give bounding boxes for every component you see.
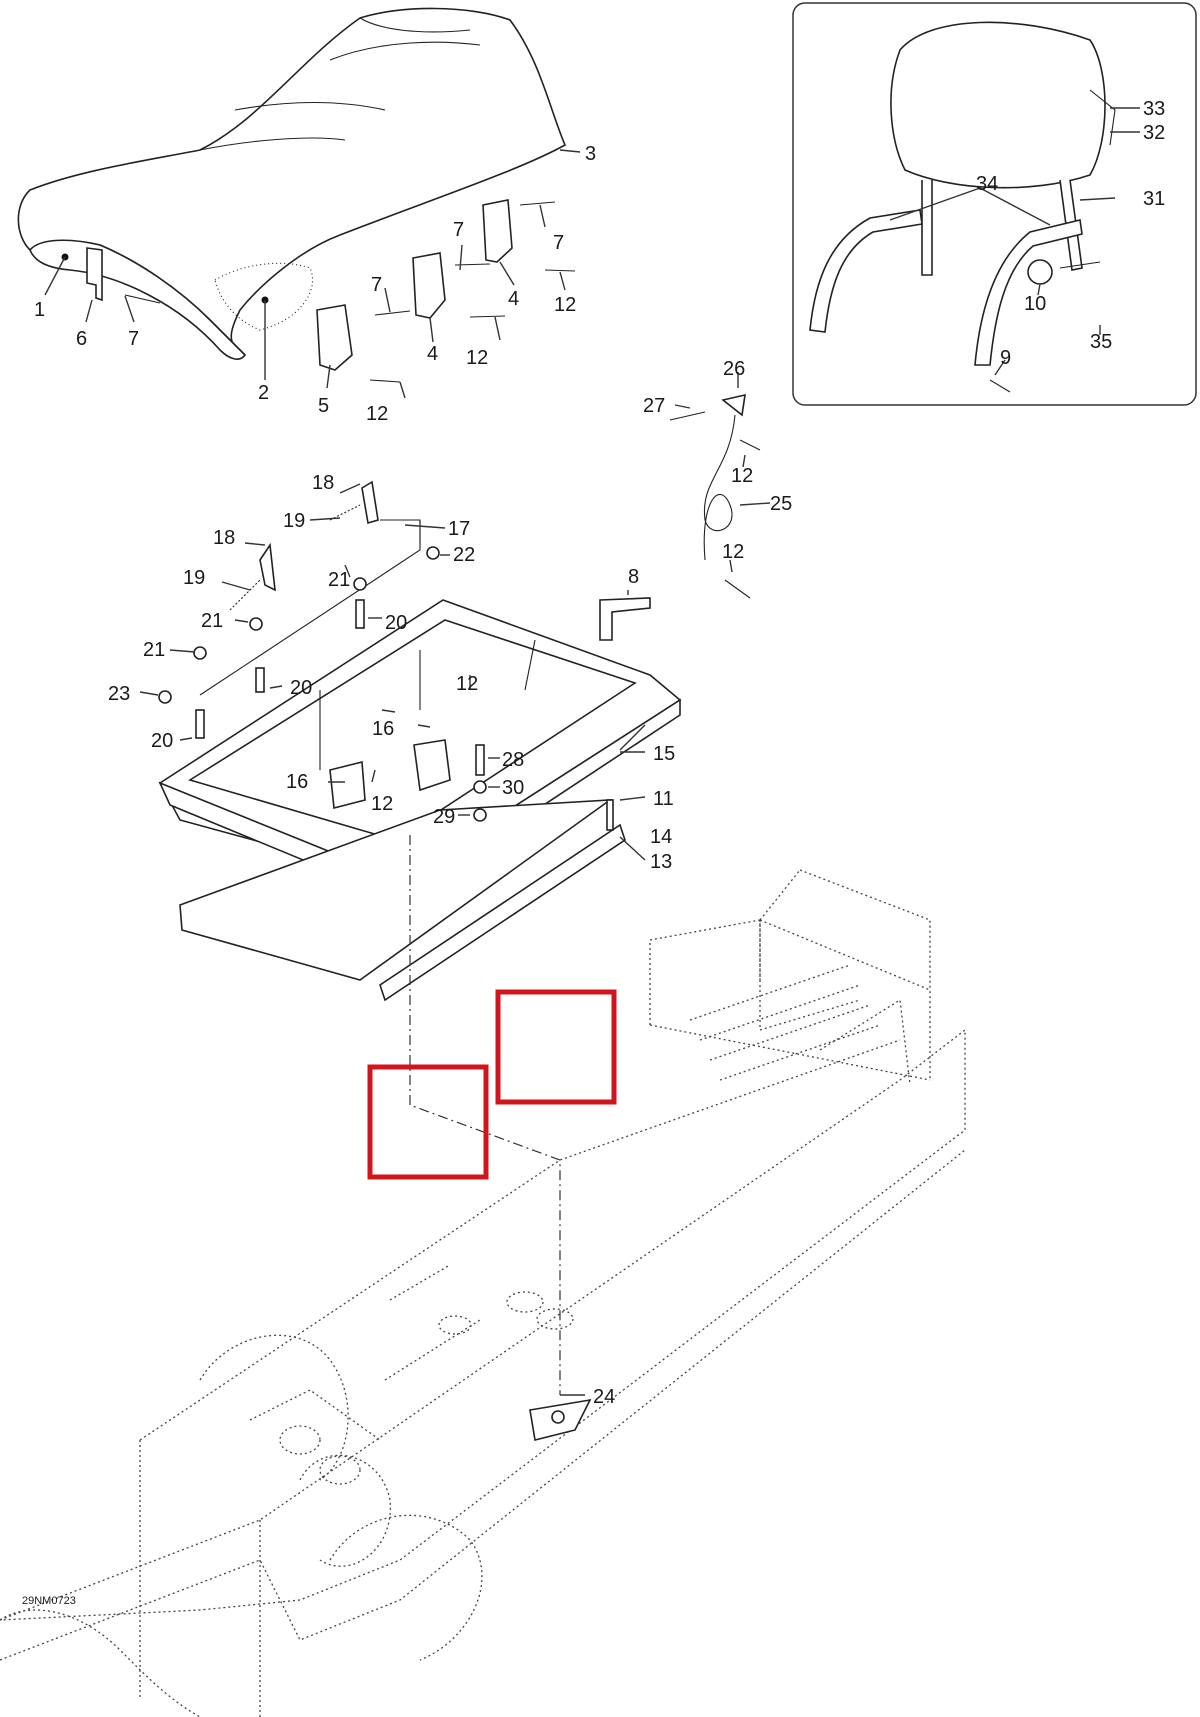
callout-20b: 20 [290,677,312,699]
callout-12g: 12 [371,793,393,815]
callout-19b: 19 [183,567,205,589]
callout-labels: 1 2 3 4 4 5 6 7 7 7 7 8 9 10 11 12 12 12… [34,98,1165,1408]
callout-17: 17 [448,518,470,540]
callout-20c: 20 [151,730,173,752]
callout-18a: 18 [312,472,334,494]
callout-12e: 12 [722,541,744,563]
drawing-code: 29NM0723 [22,1595,76,1607]
callout-7a: 7 [128,328,139,350]
callout-12c: 12 [554,294,576,316]
callout-23: 23 [108,683,130,705]
callout-34: 34 [976,173,998,195]
callout-10: 10 [1024,293,1046,315]
callout-3: 3 [585,143,596,165]
callout-7b: 7 [371,274,382,296]
callout-4a: 4 [427,343,438,365]
callout-11: 11 [653,788,674,810]
callout-15: 15 [653,743,675,765]
callout-12b: 12 [466,347,488,369]
callout-31: 31 [1143,188,1165,210]
callout-7c: 7 [453,219,464,241]
callout-19a: 19 [283,510,305,532]
callout-5: 5 [318,395,329,417]
seat-assembly [17,7,567,360]
callout-7d: 7 [553,232,564,254]
callout-1: 1 [34,299,45,321]
callout-9: 9 [1000,347,1011,369]
highlight-box-left [367,1064,489,1180]
callout-35: 35 [1090,331,1112,353]
callout-14: 14 [650,826,672,848]
callout-32: 32 [1143,122,1165,144]
callout-28: 28 [502,749,524,771]
chassis-frame [0,869,966,1717]
callout-18b: 18 [213,527,235,549]
callout-27: 27 [643,395,665,417]
callout-16b: 16 [286,771,308,793]
callout-20a: 20 [385,612,407,634]
callout-21b: 21 [201,610,223,632]
callout-16a: 16 [372,718,394,740]
callout-25: 25 [770,493,792,515]
callout-2: 2 [258,382,269,404]
callout-4b: 4 [508,288,519,310]
seat-hinges [86,199,576,383]
callout-33: 33 [1143,98,1165,120]
callout-26: 26 [723,358,745,380]
callout-21a: 21 [328,569,350,591]
callout-24: 24 [593,1386,615,1408]
callout-21c: 21 [143,639,165,661]
callout-8: 8 [628,566,639,588]
callout-6: 6 [76,328,87,350]
highlight-box-right [495,989,617,1105]
callout-12f: 12 [456,673,478,695]
latch-mechanism [158,480,614,831]
callout-30: 30 [502,777,524,799]
tether-cord [669,393,761,599]
callout-29: 29 [433,806,455,828]
callout-12d: 12 [731,465,753,487]
leader-lines [44,107,1140,1396]
backrest-inset [792,2,1197,406]
callout-13: 13 [650,851,672,873]
callout-12a: 12 [366,403,388,425]
callout-22: 22 [453,544,475,566]
storage-box [158,597,682,1002]
